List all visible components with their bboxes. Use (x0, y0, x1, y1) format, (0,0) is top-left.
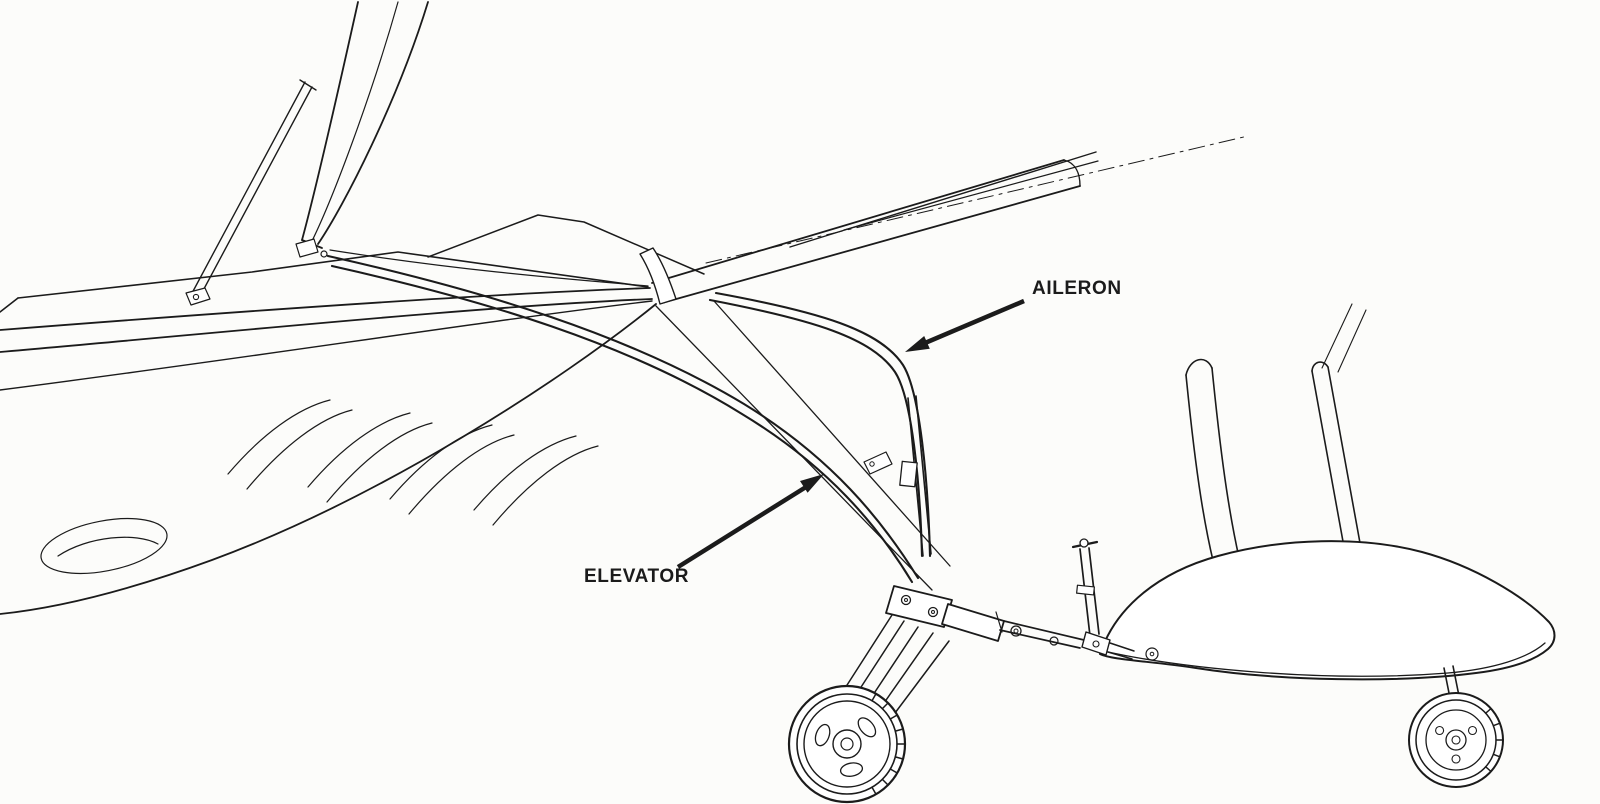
vertical-fin (296, 2, 428, 257)
tail-boom (640, 160, 1080, 304)
elevator-label: ELEVATOR (584, 566, 689, 587)
aileron-cable (710, 293, 930, 556)
aileron-callout: AILERON (905, 278, 1122, 352)
rudder-cable (330, 250, 648, 286)
control-stick (1073, 539, 1134, 659)
surface-contour-arcs (36, 400, 598, 583)
horizontal-stabilizer (0, 252, 652, 390)
elevator-cable (328, 256, 918, 582)
right-stabilizer-half (428, 215, 704, 274)
control-bellcrank (886, 586, 1084, 648)
elevator-arrow (678, 474, 824, 567)
main-gear-legs (840, 615, 949, 717)
tail-wheel (1409, 666, 1503, 787)
aileron-arrow (905, 301, 1024, 352)
fin-brace-strut (186, 80, 316, 305)
elevator-surface (0, 304, 656, 614)
fuselage-pod (1100, 541, 1555, 679)
elevator-callout: ELEVATOR (584, 474, 824, 587)
main-wheel (789, 686, 905, 802)
aileron-label: AILERON (1032, 278, 1122, 299)
wing-trailing-edge (706, 136, 1248, 263)
control-rods (656, 301, 950, 590)
